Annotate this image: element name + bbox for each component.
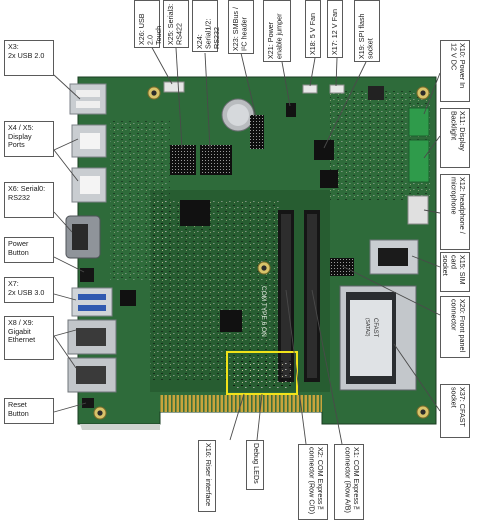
silk-cfast-sub: (SATA2) bbox=[364, 318, 370, 337]
label-x8-x9-ethernet: X8 / X9: Gigabit Ethernet bbox=[4, 316, 54, 360]
inductor bbox=[368, 86, 384, 100]
label-x19-spi-flash: X19: SPI flash socket bbox=[354, 0, 380, 62]
label-x25-serial3: X25: Serial3: RS422 bbox=[163, 0, 189, 48]
mounting-hole-tr-inner bbox=[420, 90, 426, 96]
fan-12v-header bbox=[329, 84, 345, 94]
label-x10-power-in: X10: Power In 12 V DC bbox=[440, 40, 470, 102]
audio-header bbox=[407, 195, 429, 225]
label-x20-front-panel: X20: Front panel connector bbox=[440, 296, 470, 358]
usb-touch-header bbox=[163, 81, 185, 93]
leader-lines bbox=[53, 43, 441, 445]
label-x23-smbus: X23: SMBus / I²C header bbox=[228, 0, 254, 54]
label-x7-usb3: X7: 2x USB 3.0 bbox=[4, 277, 54, 303]
power-in-terminal bbox=[408, 107, 430, 137]
reset-button-part bbox=[82, 398, 94, 408]
component-field-1 bbox=[150, 200, 280, 380]
backlight-terminal bbox=[408, 139, 430, 183]
chip-1 bbox=[180, 200, 210, 226]
label-x3-usb2: X3: 2x USB 2.0 bbox=[4, 40, 54, 76]
label-power-button: Power Button bbox=[4, 237, 54, 263]
smbus-header bbox=[250, 115, 264, 149]
mounting-hole-tl-inner bbox=[151, 90, 157, 96]
pcb-shadow bbox=[80, 424, 160, 430]
label-x26-usb-touch: X26: USB 2.0 Touch bbox=[134, 0, 163, 48]
label-x24-serial12: X24: Serial1/2: RS232 bbox=[192, 0, 221, 52]
power-button-part bbox=[80, 268, 94, 282]
power-jumper bbox=[286, 103, 296, 117]
label-x6-serial0: X6: Serial0: RS232 bbox=[4, 182, 54, 218]
label-reset-button: Reset Button bbox=[4, 398, 54, 424]
label-x11-backlight: X11: Display Backlight bbox=[440, 108, 470, 168]
label-x2-com-express-cd: X2: COM Express™ connector (Row C/D) bbox=[298, 444, 328, 520]
label-x18-fan-5v: X18: 5 V Fan bbox=[305, 0, 321, 58]
usb3-connector bbox=[71, 287, 113, 317]
mounting-hole-mid-inner bbox=[261, 265, 267, 271]
rs422-header bbox=[170, 145, 196, 175]
rs232-header bbox=[200, 145, 232, 175]
usb2-connector bbox=[69, 83, 107, 115]
spi-flash-socket bbox=[314, 140, 334, 160]
label-debug-leds: Debug LEDs bbox=[246, 440, 264, 490]
silk-cfast-text: CFAST bbox=[372, 318, 378, 338]
chip-4 bbox=[120, 290, 136, 306]
fan-5v-header bbox=[302, 84, 318, 94]
label-x4-x5-displayport: X4 / X5: Display Ports bbox=[4, 121, 54, 157]
label-x21-power-jumper: X21: Power enable jumper bbox=[263, 0, 291, 62]
chip-3 bbox=[320, 170, 338, 188]
front-panel-header bbox=[330, 258, 354, 276]
label-x15-sim: X15: SIM card socket bbox=[440, 252, 470, 292]
silk-module-text: COM TYPE 6 ON bbox=[260, 286, 267, 337]
label-x37-cfast: X37: CFAST socket bbox=[440, 384, 470, 438]
component-field-3 bbox=[110, 120, 170, 280]
mounting-hole-bl-inner bbox=[97, 410, 103, 416]
label-x1-com-express-ab: X1: COM Express™ connector (Row A/B) bbox=[334, 444, 364, 520]
chip-2 bbox=[220, 310, 242, 332]
label-x16-riser: X16: Riser interface bbox=[198, 440, 216, 512]
mounting-hole-br-inner bbox=[420, 409, 426, 415]
label-x17-fan-12v: X17: 12 V Fan bbox=[327, 0, 343, 58]
label-x12-audio: X12: headphone / microphone bbox=[440, 174, 470, 250]
